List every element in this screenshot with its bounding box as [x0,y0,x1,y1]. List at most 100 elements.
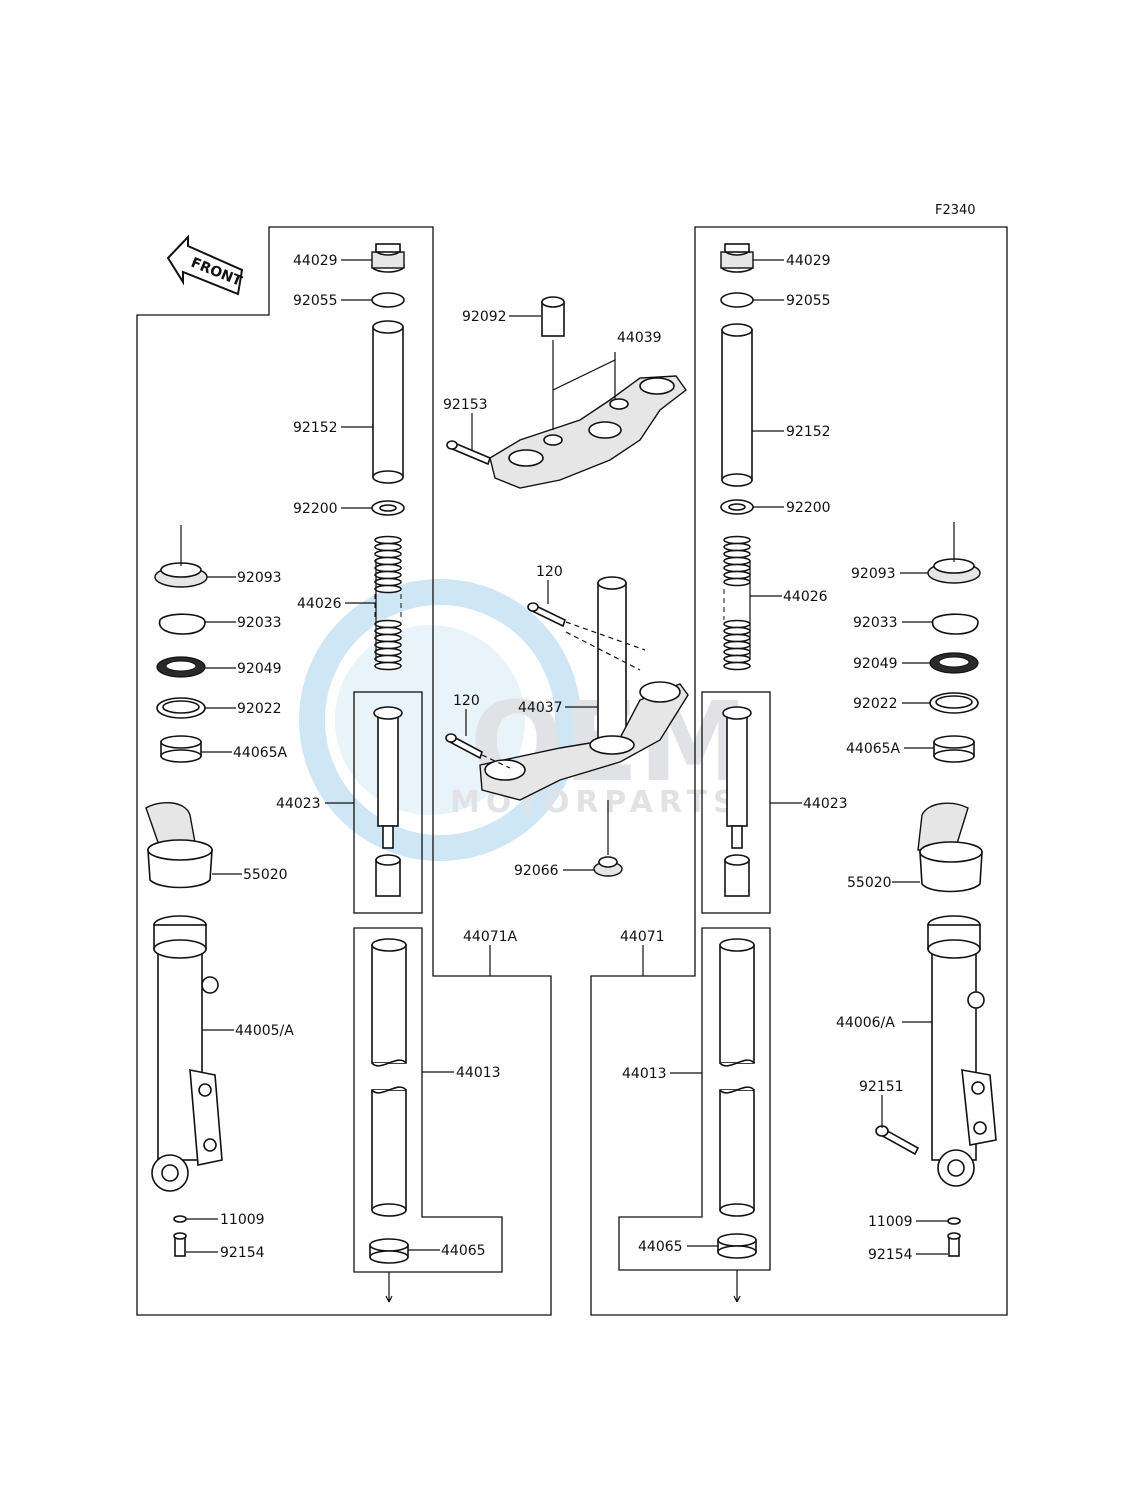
spring-coil [374,535,402,545]
part-92200-left [371,500,405,516]
label-44037: 44037 [518,700,563,716]
right-assembly-frame [590,226,1008,1316]
spring-coil [723,654,751,664]
part-92055-right [720,292,754,308]
part-44013-right [719,938,755,1217]
label-120-lower: 120 [453,693,480,709]
part-92033-right [931,613,979,635]
label-44029-right: 44029 [786,253,831,269]
part-92022-left [156,697,206,719]
part-44029-left [371,243,405,273]
part-92093-right [927,558,981,584]
part-92152-right [721,323,753,487]
label-44026-right: 44026 [783,589,828,605]
part-44065-left [369,1238,409,1264]
spring-coil [723,549,751,559]
part-92152-left [372,320,404,484]
label-92022-right: 92022 [853,696,898,712]
label-92093-left: 92093 [237,570,282,586]
part-92092-center [541,296,565,337]
part-44037-center [479,576,689,801]
spring-coil [723,619,751,629]
part-92049-right [929,652,979,674]
part-92033-left [158,613,206,635]
part-92093-left [154,562,208,588]
part-92154-left [173,1232,187,1257]
label-44029-left: 44029 [293,253,338,269]
spring-coil [374,619,402,629]
label-11009-left: 11009 [220,1212,265,1228]
label-44023-left: 44023 [276,796,321,812]
label-92153: 92153 [443,397,488,413]
label-44071A: 44071A [463,929,518,945]
spring-coil [374,577,402,587]
part-44006A-right [927,915,997,1187]
label-44026-left: 44026 [297,596,342,612]
label-92151-right: 92151 [859,1079,904,1095]
label-44071: 44071 [620,929,665,945]
label-92049-left: 92049 [237,661,282,677]
part-44065A-right [933,735,975,763]
label-44039: 44039 [617,330,662,346]
spring-coil [723,633,751,643]
part-92049-left [156,656,206,678]
label-92093-right: 92093 [851,566,896,582]
part-44029-right [720,243,754,273]
part-44023-right [722,706,752,897]
spring-coil [374,570,402,580]
label-44013-right: 44013 [622,1066,667,1082]
left-44013-subframe [353,927,503,1273]
label-55020-left: 55020 [243,867,288,883]
label-44006A-right: 44006/A [836,1015,895,1031]
label-55020-right: 55020 [847,875,892,891]
spring-coil [723,542,751,552]
spring-coil [374,556,402,566]
spring-coil [723,661,751,671]
spring-coil [723,626,751,636]
part-11009-right [947,1217,961,1225]
part-92153-center [446,440,491,466]
label-44065A-left: 44065A [233,745,288,761]
label-120-upper: 120 [536,564,563,580]
spring-coil [374,563,402,573]
label-92033-left: 92033 [237,615,282,631]
dashed-guide-upper [565,621,646,671]
part-92154-right [947,1232,961,1257]
part-55020-left [145,802,213,889]
label-92055-left: 92055 [293,293,338,309]
label-92154-right: 92154 [868,1247,913,1263]
label-92154-left: 92154 [220,1245,265,1261]
spring-coil [723,577,751,587]
label-44065-left: 44065 [441,1243,486,1259]
spring-coil [374,584,402,594]
part-44026-right [723,535,751,671]
spring-coil [723,563,751,573]
spring-coil [374,661,402,671]
label-44065A-right: 44065A [846,741,901,757]
label-92066: 92066 [514,863,559,879]
spring-coil [374,549,402,559]
spring-coil [374,542,402,552]
label-44013-left: 44013 [456,1065,501,1081]
label-44005A-left: 44005/A [235,1023,294,1039]
label-44023-right: 44023 [803,796,848,812]
part-44023-left [373,706,403,897]
label-92033-right: 92033 [853,615,898,631]
spring-coil [374,640,402,650]
spring-coil [723,570,751,580]
part-11009-left [173,1215,187,1223]
spring-coil [723,647,751,657]
spring-coil [723,640,751,650]
part-44005A-left [151,915,223,1192]
label-92152-left: 92152 [293,420,338,436]
label-92092: 92092 [462,309,507,325]
figure-code: F2340 [935,203,976,218]
part-92055-left [371,292,405,308]
right-44013-subframe [618,927,771,1271]
spring-coil [723,535,751,545]
label-92055-right: 92055 [786,293,831,309]
label-92200-left: 92200 [293,501,338,517]
part-120-lower [445,733,483,760]
spring-coil [374,647,402,657]
